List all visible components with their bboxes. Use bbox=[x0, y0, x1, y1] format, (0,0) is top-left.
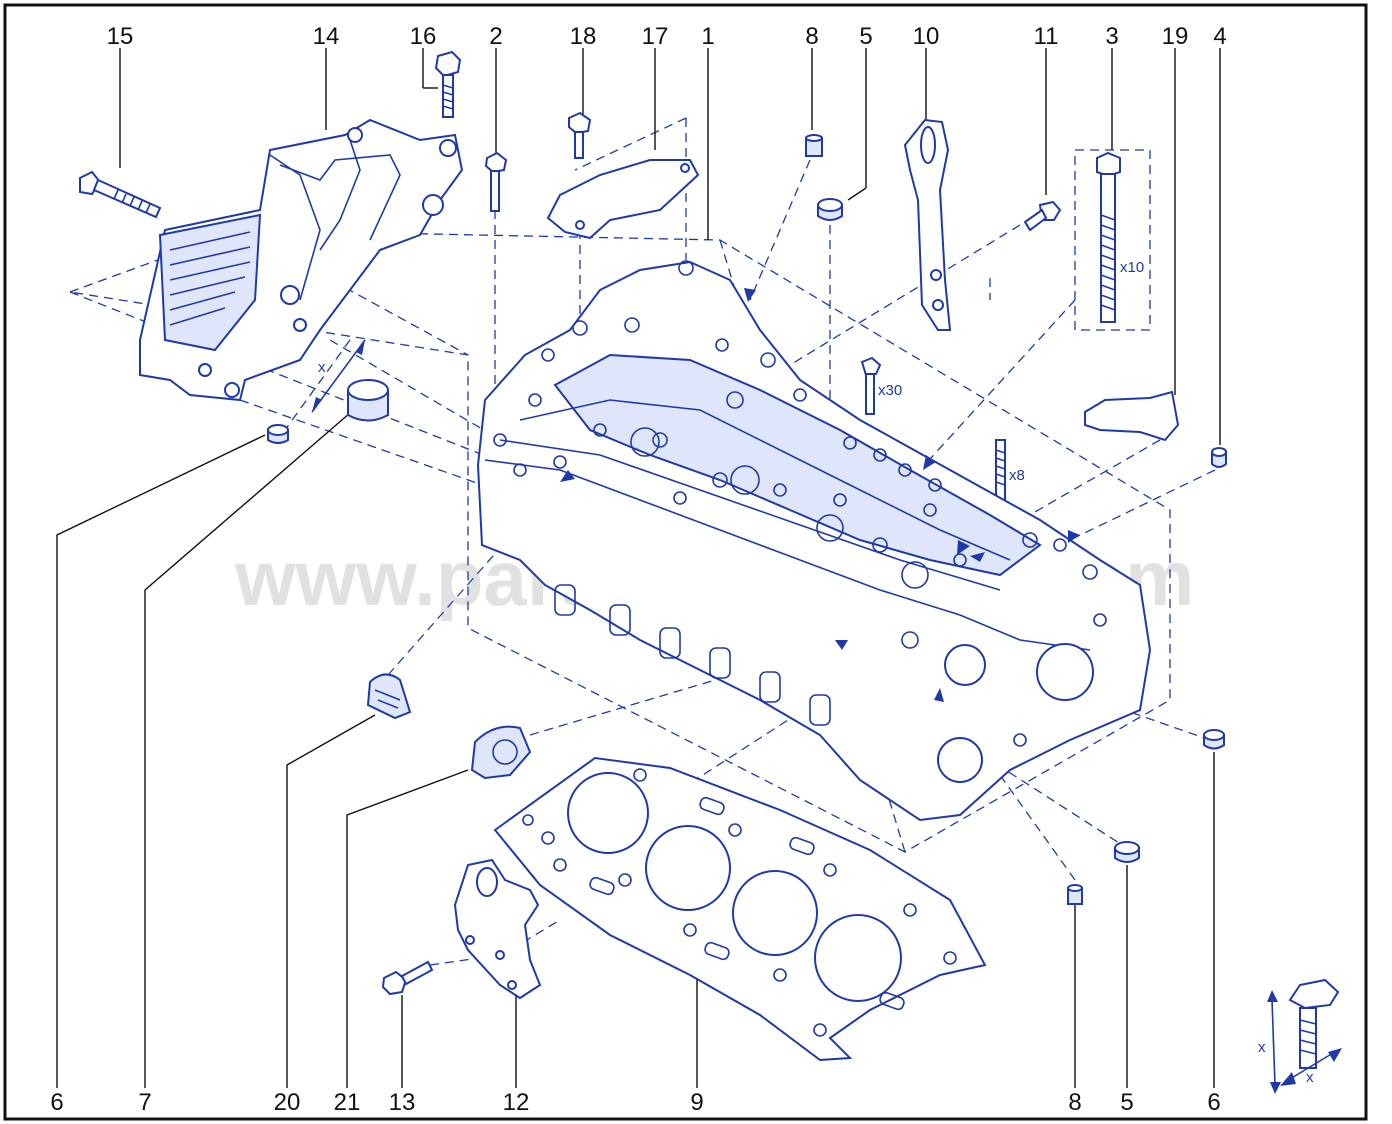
diagram-frame bbox=[3, 3, 1368, 1121]
head-gasket-part-9 bbox=[493, 756, 987, 1062]
seal-part-4 bbox=[1211, 447, 1227, 468]
long-bolt-part-3: x10 bbox=[1074, 149, 1151, 331]
stud-x8: x8 bbox=[995, 439, 1025, 503]
callouts-top: 15 14 16 2 18 17 1 8 5 10 11 3 19 4 bbox=[107, 23, 1227, 50]
callout-18: 18 bbox=[570, 23, 597, 50]
bolt-x30: x30 bbox=[860, 356, 902, 415]
bolt-part-11 bbox=[1023, 200, 1062, 232]
callout-17: 17 bbox=[642, 23, 669, 50]
callout-20: 20 bbox=[274, 1089, 301, 1116]
bolt-dimension-legend: x x bbox=[1258, 978, 1342, 1094]
assembly-arrows bbox=[560, 288, 1080, 702]
bolt-part-18 bbox=[568, 111, 592, 159]
sleeve-dimension-x: x bbox=[318, 359, 326, 376]
legend-diameter-x: x bbox=[1306, 1069, 1314, 1086]
lifting-eye-part-12 bbox=[453, 858, 542, 1000]
callout-6-left: 6 bbox=[50, 1089, 63, 1116]
bracket-part-17 bbox=[546, 159, 700, 240]
clip-part-19 bbox=[1084, 390, 1180, 442]
callout-16: 16 bbox=[410, 23, 437, 50]
seal-part-5-bottom bbox=[1114, 841, 1140, 863]
bracket-part-14 bbox=[139, 118, 464, 402]
callout-7: 7 bbox=[138, 1089, 151, 1116]
dowel-part-8-top bbox=[805, 134, 823, 157]
callout-5-bottom: 5 bbox=[1120, 1089, 1133, 1116]
callout-6-right: 6 bbox=[1207, 1089, 1220, 1116]
callout-14: 14 bbox=[313, 23, 340, 50]
cylinder-head-part-1 bbox=[476, 260, 1152, 822]
leader-lines bbox=[56, 48, 1221, 1088]
callout-1: 1 bbox=[701, 23, 714, 50]
callout-4: 4 bbox=[1213, 23, 1226, 50]
dowel-part-8-bottom bbox=[1067, 884, 1083, 905]
callout-2: 2 bbox=[489, 23, 502, 50]
callout-11: 11 bbox=[1034, 23, 1059, 50]
seal-part-5-top bbox=[817, 198, 843, 221]
callout-10: 10 bbox=[913, 23, 940, 50]
callout-8-top: 8 bbox=[805, 23, 818, 50]
cover-part-21 bbox=[470, 725, 532, 780]
quantity-x8: x8 bbox=[1009, 467, 1025, 484]
bolt-part-13 bbox=[381, 960, 434, 996]
callout-9: 9 bbox=[690, 1089, 703, 1116]
bolt-part-2 bbox=[484, 151, 508, 212]
callout-5-top: 5 bbox=[859, 23, 872, 50]
callout-8-bottom: 8 bbox=[1068, 1089, 1081, 1116]
bolt-part-16 bbox=[434, 50, 462, 118]
callout-21: 21 bbox=[334, 1089, 361, 1116]
callouts-bottom: 6 7 20 21 13 12 9 8 5 6 bbox=[50, 1089, 1220, 1116]
plug-part-6-right bbox=[1203, 729, 1225, 750]
sleeve-part-7: x bbox=[311, 339, 389, 422]
callout-12: 12 bbox=[503, 1089, 530, 1116]
callout-15: 15 bbox=[107, 23, 134, 50]
plug-part-6-left bbox=[267, 424, 289, 444]
cap-part-20 bbox=[366, 673, 412, 720]
bolt-part-15 bbox=[79, 170, 162, 219]
callout-19: 19 bbox=[1162, 23, 1189, 50]
quantity-x30: x30 bbox=[878, 382, 902, 399]
callout-3: 3 bbox=[1105, 23, 1118, 50]
callout-13: 13 bbox=[389, 1089, 416, 1116]
lifting-eye-part-10 bbox=[903, 118, 952, 331]
quantity-x10: x10 bbox=[1120, 259, 1144, 276]
legend-length-x: x bbox=[1258, 1039, 1266, 1056]
